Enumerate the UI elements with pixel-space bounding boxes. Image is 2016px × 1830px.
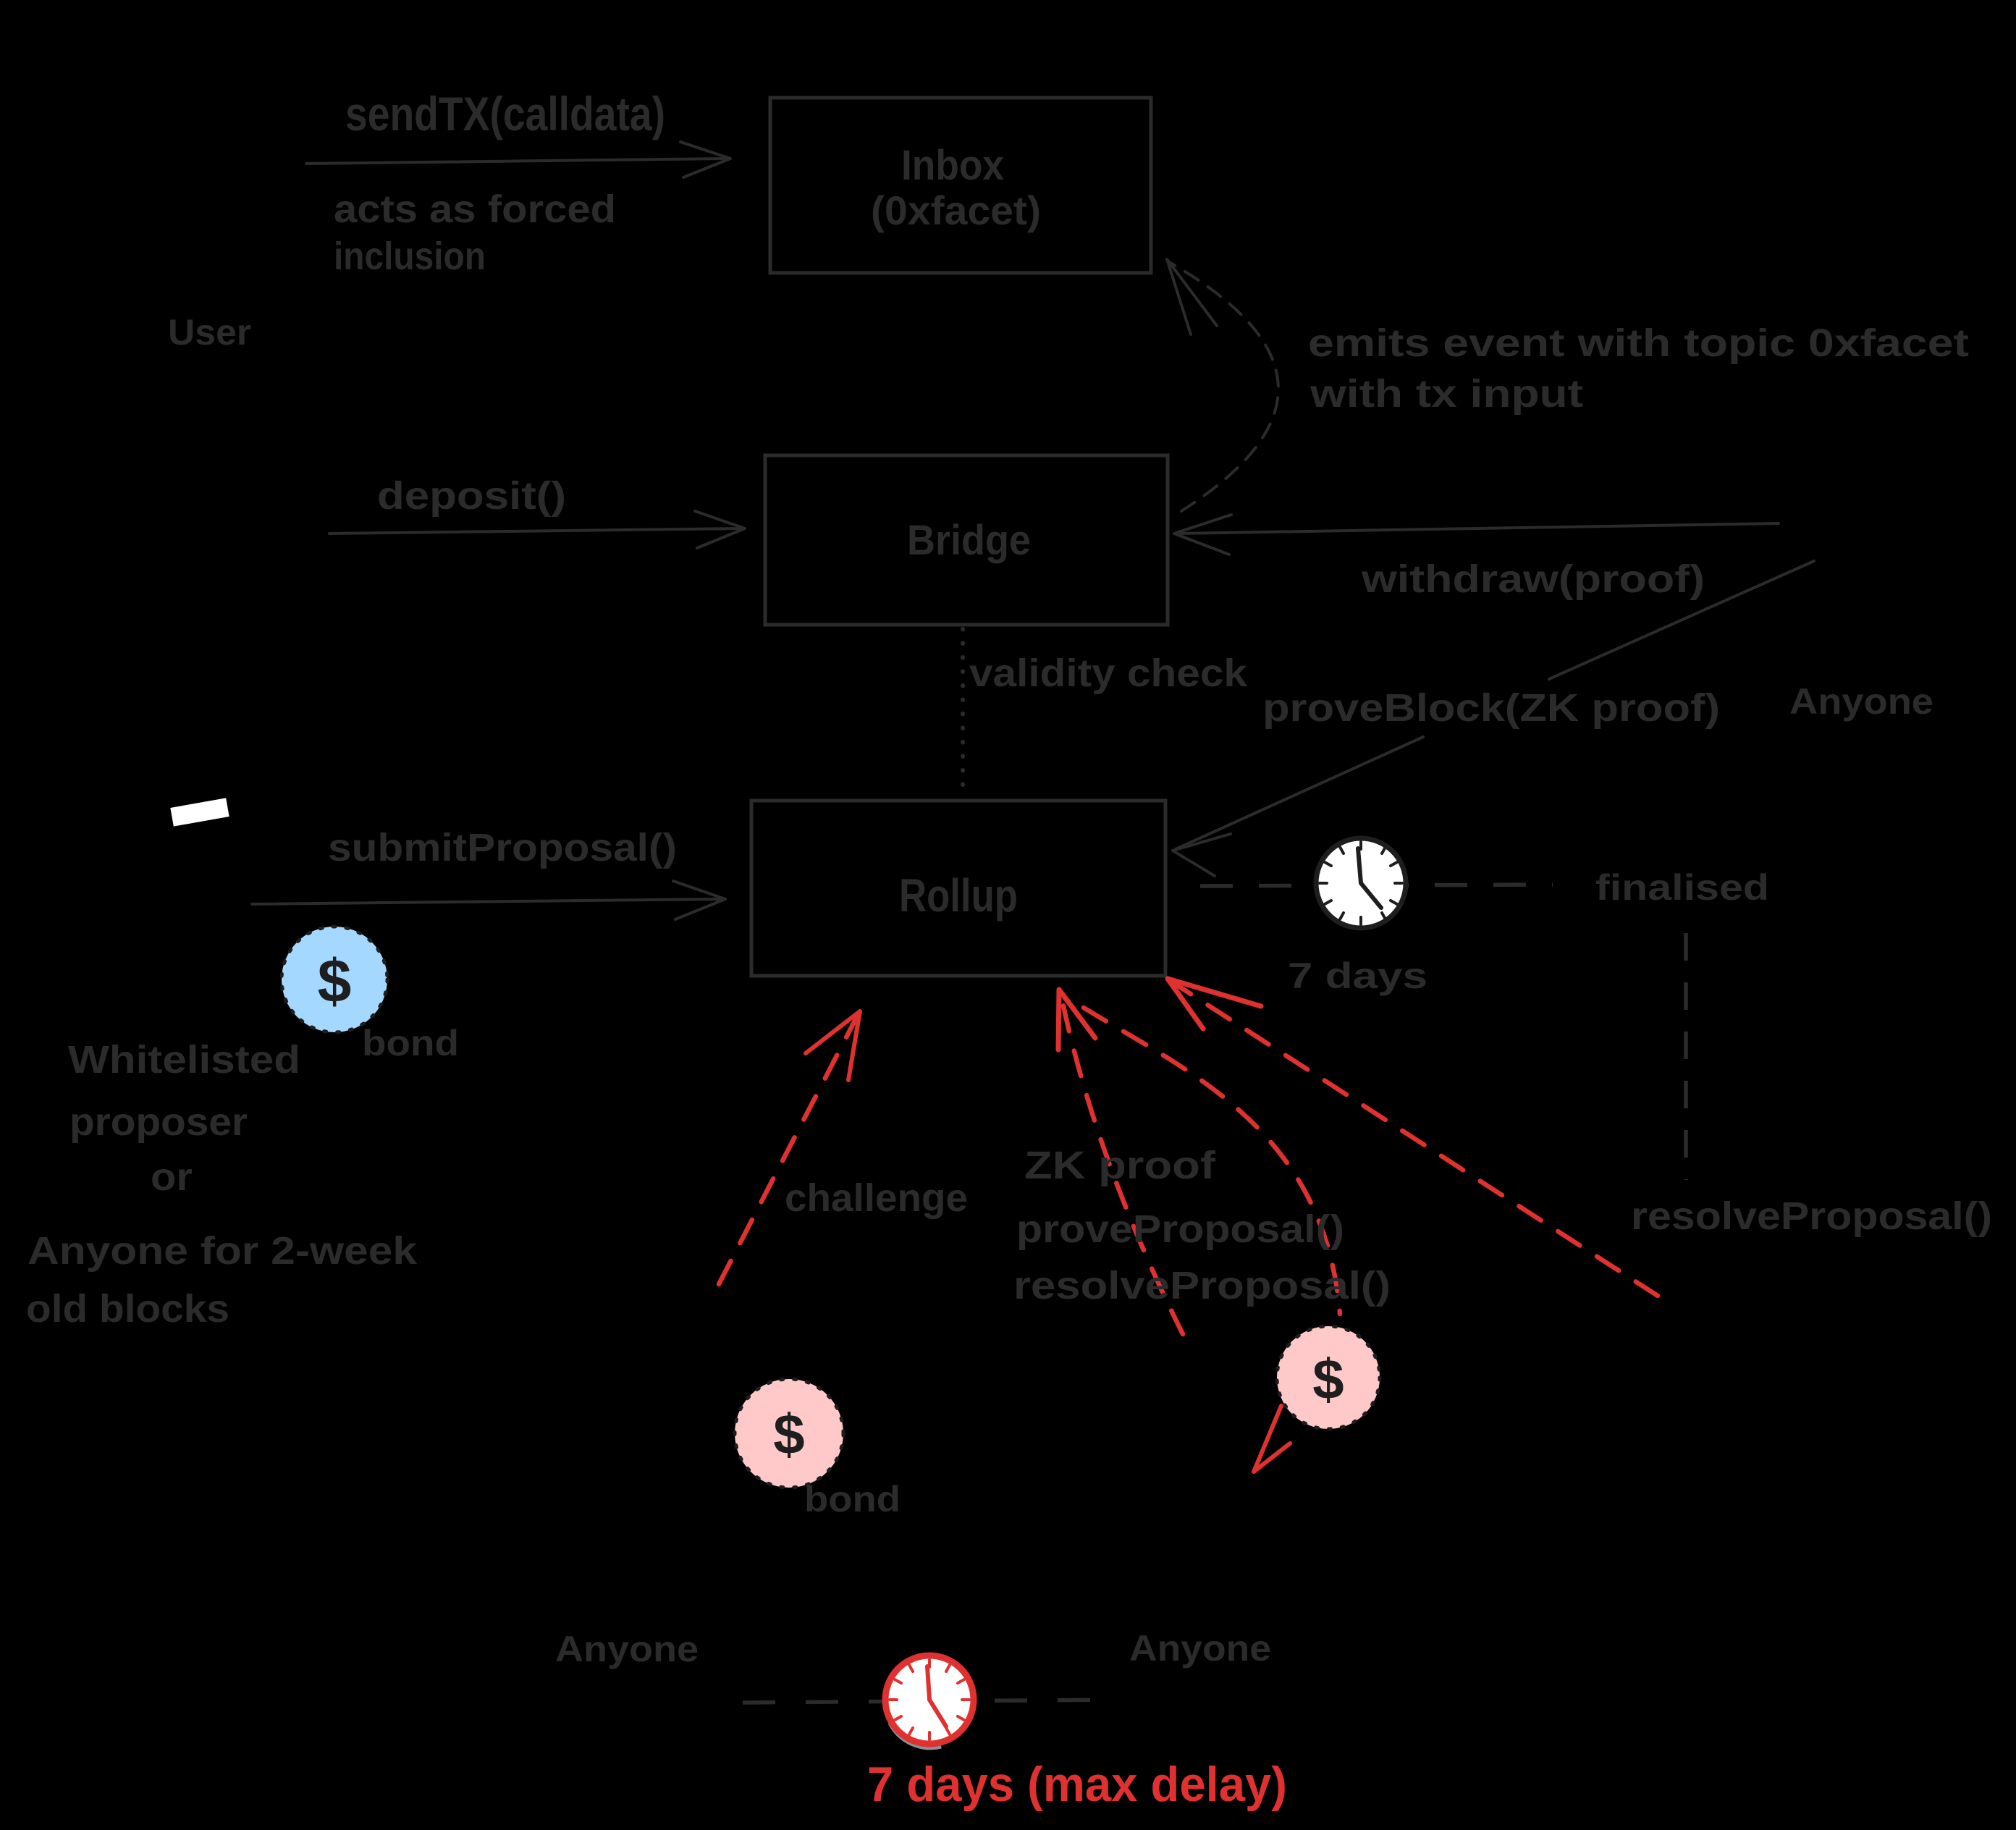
svg-text:$: $ (773, 1402, 804, 1466)
svg-text:7 days: 7 days (1288, 956, 1427, 996)
svg-text:resolveProposal(): resolveProposal() (1013, 1264, 1391, 1307)
svg-text:proposer: proposer (69, 1100, 248, 1144)
svg-text:$: $ (318, 947, 352, 1015)
svg-text:withdraw(proof): withdraw(proof) (1361, 557, 1705, 601)
svg-text:bond: bond (804, 1479, 901, 1519)
svg-text:acts as forced: acts as forced (334, 187, 616, 231)
svg-text:validity check: validity check (969, 652, 1248, 695)
svg-text:Inbox: Inbox (901, 142, 1004, 189)
svg-text:7 days (max delay): 7 days (max delay) (867, 1757, 1287, 1812)
svg-text:or: or (151, 1155, 193, 1199)
svg-text:deposit(): deposit() (377, 474, 566, 518)
svg-text:inclusion: inclusion (334, 235, 486, 278)
svg-text:Bridge: Bridge (907, 517, 1031, 564)
svg-text:resolveProposal(): resolveProposal() (1631, 1194, 1992, 1238)
svg-text:Whitelisted: Whitelisted (68, 1038, 300, 1081)
svg-text:submitProposal(): submitProposal() (328, 826, 677, 869)
svg-text:User: User (168, 312, 251, 353)
svg-text:Anyone for 2-week: Anyone for 2-week (28, 1229, 418, 1273)
svg-text:ZK proof: ZK proof (1024, 1144, 1216, 1187)
svg-text:Anyone: Anyone (1789, 681, 1933, 722)
svg-text:challenge: challenge (785, 1176, 968, 1220)
svg-text:sendTX(calldata): sendTX(calldata) (345, 87, 665, 140)
svg-text:Anyone: Anyone (1129, 1628, 1271, 1669)
svg-text:emits event with topic 0xfacet: emits event with topic 0xfacet (1308, 321, 1969, 365)
svg-text:old blocks: old blocks (26, 1287, 229, 1331)
svg-text:bond: bond (362, 1023, 459, 1063)
svg-text:$: $ (1312, 1347, 1344, 1411)
svg-text:with tx input: with tx input (1309, 372, 1583, 416)
svg-text:Rollup: Rollup (899, 869, 1018, 922)
svg-text:proveProposal(): proveProposal() (1016, 1207, 1344, 1251)
svg-text:Anyone: Anyone (555, 1629, 699, 1669)
svg-text:proveBlock(ZK proof): proveBlock(ZK proof) (1262, 686, 1720, 730)
svg-text:(0xfacet): (0xfacet) (871, 187, 1041, 233)
svg-text:finalised: finalised (1595, 867, 1769, 908)
